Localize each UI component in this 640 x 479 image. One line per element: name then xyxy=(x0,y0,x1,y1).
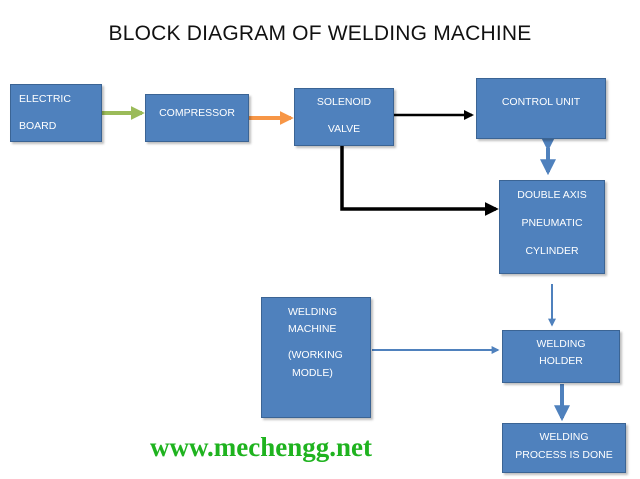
welding-holder-block: WELDING HOLDER xyxy=(502,330,620,383)
block-label: WELDING xyxy=(288,306,338,318)
block-label: WELDING xyxy=(539,431,589,443)
watermark-url: www.mechengg.net xyxy=(150,432,372,462)
welding-done-block: WELDING PROCESS IS DONE xyxy=(502,423,626,473)
block-label: SOLENOID xyxy=(316,96,372,108)
control-unit-block: CONTROL UNIT xyxy=(476,78,606,139)
block-label: MACHINE xyxy=(288,323,337,335)
block-label: PROCESS IS DONE xyxy=(515,449,613,461)
block-label: ELECTRIC xyxy=(19,93,71,105)
block-label: VALVE xyxy=(327,123,361,135)
block-label: DOUBLE AXIS xyxy=(517,189,587,201)
welding-machine-block: WELDING MACHINE (WORKING MODLE) xyxy=(261,297,371,418)
block-label: PNEUMATIC xyxy=(521,217,583,229)
arrow-solenoid-to-cylinder xyxy=(340,146,499,216)
block-label: BOARD xyxy=(19,120,57,132)
double-axis-cylinder-block: DOUBLE AXIS PNEUMATIC CYLINDER xyxy=(499,180,605,274)
block-label: (WORKING xyxy=(288,349,343,361)
block-label: MODLE) xyxy=(292,367,333,379)
compressor-block: COMPRESSOR xyxy=(145,94,249,142)
block-label: WELDING xyxy=(536,338,586,350)
block-label: CONTROL UNIT xyxy=(501,96,581,108)
block-label: HOLDER xyxy=(539,355,583,367)
block-label: COMPRESSOR xyxy=(159,107,235,119)
electric-board-block: ELECTRIC BOARD xyxy=(10,84,102,142)
block-label: CYLINDER xyxy=(525,245,579,257)
diagram-title: BLOCK DIAGRAM OF WELDING MACHINE xyxy=(108,22,532,45)
solenoid-valve-block: SOLENOID VALVE xyxy=(294,88,394,146)
